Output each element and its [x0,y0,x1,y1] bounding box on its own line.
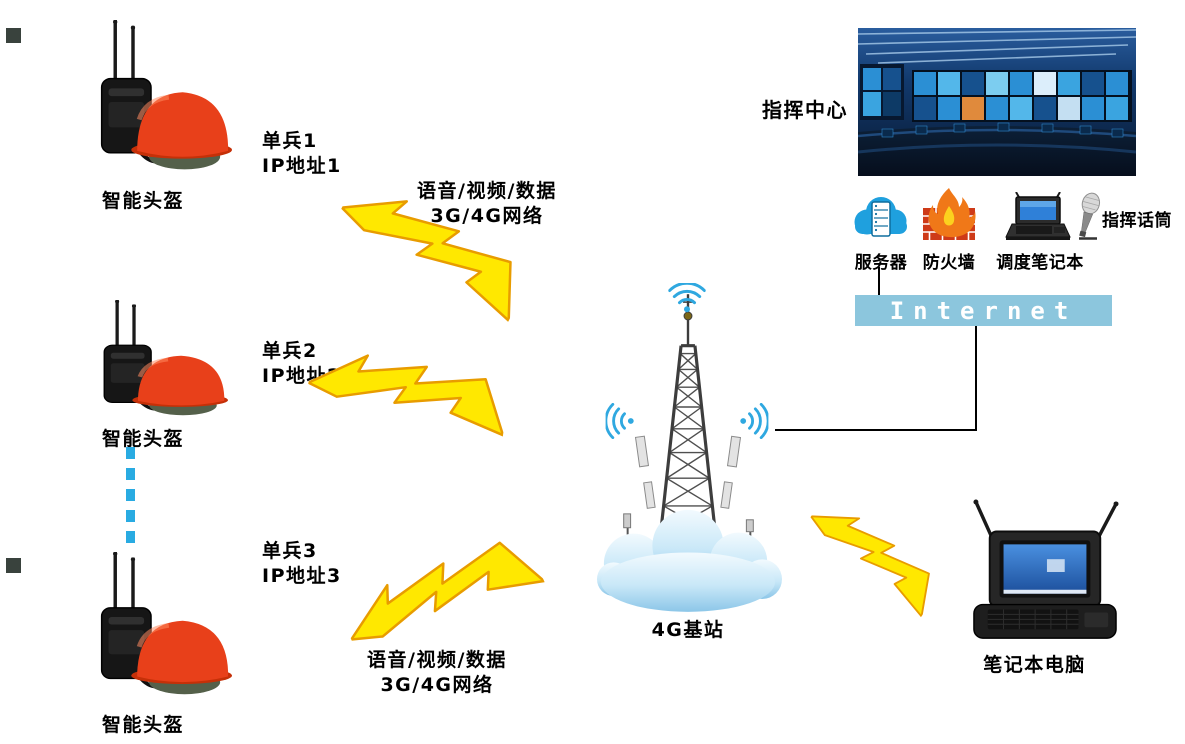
wireless-link-caption-top-line2: 3G/4G网络 [430,205,544,227]
field-laptop-label: 笔记本电脑 [983,654,1086,676]
command-center-photo [858,28,1136,176]
video-wall-tiles [914,72,1128,120]
command-center-label: 指挥中心 [762,98,848,122]
lightning-bolt-icon-2 [304,343,512,440]
microphone-icon [1079,192,1101,240]
dispatch-laptop-label: 调度笔记本 [996,253,1084,273]
wireless-link-caption-bottom-line2: 3G/4G网络 [380,674,494,696]
wifi-signal-icon-top [668,283,706,313]
wireless-link-caption-top-line1: 语音/视频/数据 [417,180,557,202]
wifi-signal-icon-left [605,403,635,439]
ellipsis-dashed-line [126,447,135,547]
soldier-3-name: 单兵3 [262,540,318,562]
image-artifact-square [6,28,21,43]
image-artifact-square [6,558,21,573]
server-icon [854,197,907,237]
base-station-image [596,294,782,612]
field-laptop-image [973,499,1119,639]
smart-helmet-image-1 [74,20,232,186]
smart-helmet-label-2: 智能头盔 [101,428,184,450]
lightning-bolt-icon-4 [798,492,949,619]
base-station-cloud [596,509,782,612]
soldier-1-ip: IP地址1 [262,155,342,177]
internet-bar: Internet [855,295,1112,326]
soldier-1-name: 单兵1 [262,130,318,152]
soldier-3-ip: IP地址3 [262,565,342,587]
dispatch-laptop-icon [1005,192,1071,240]
base-station-label: 4G基站 [651,619,725,641]
connector-line-internet-vertical [975,326,977,431]
firewall-icon [923,188,976,240]
firewall-label: 防火墙 [922,253,976,273]
wifi-signal-icon-right [739,403,769,439]
microphone-label: 指挥话筒 [1102,211,1172,231]
smart-helmet-image-3 [74,552,232,710]
wireless-link-caption-bottom-line1: 语音/视频/数据 [367,649,507,671]
connector-line-server-internet [878,267,880,296]
connector-line-tower-internet-horizontal [775,429,977,431]
smart-helmet-label-1: 智能头盔 [101,190,184,212]
server-label: 服务器 [854,253,908,273]
soldier-2-name: 单兵2 [262,340,318,362]
smart-helmet-image-2 [78,300,228,428]
smart-helmet-label-3: 智能头盔 [101,714,184,736]
